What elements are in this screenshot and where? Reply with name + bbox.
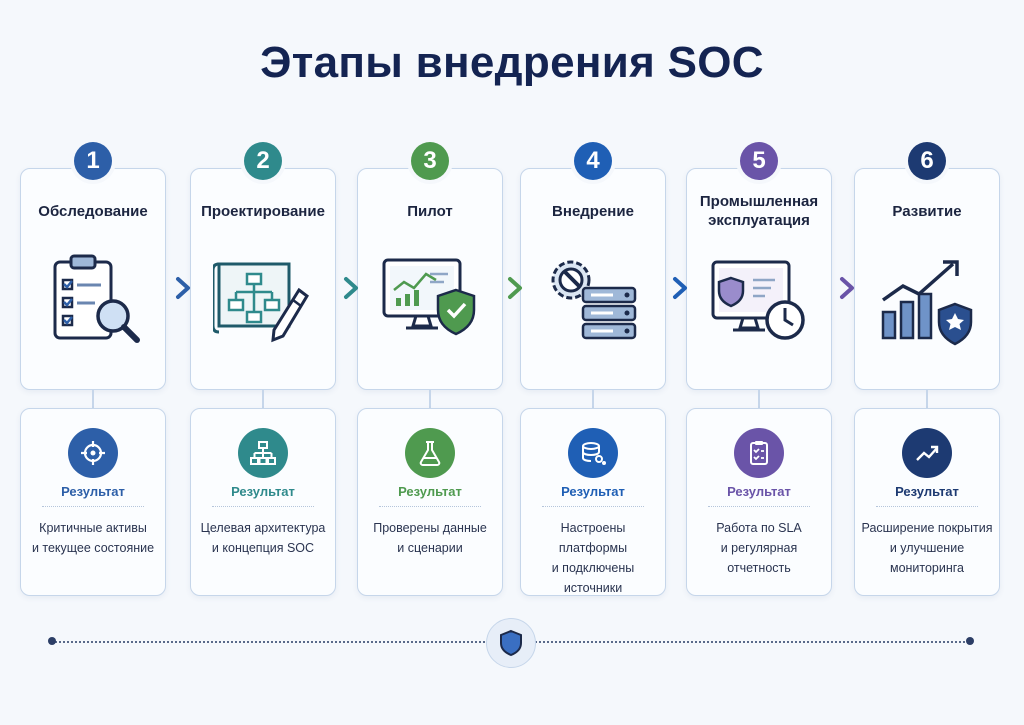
chevron-right-icon: [508, 277, 522, 299]
stage-6: 6 Развитие Результат Расширение покрытия…: [854, 140, 1000, 596]
shield-icon: [486, 618, 536, 668]
chevron-right-icon: [176, 277, 190, 299]
result-text: Расширение покрытия и улучшение монитори…: [861, 521, 993, 575]
target-icon: [68, 428, 118, 478]
stage-1: 1 Обследование Результат Критичные актив…: [20, 140, 166, 596]
stage-title: Развитие: [892, 203, 962, 220]
chevron-right-icon: [344, 277, 358, 299]
blueprint-pencil-icon: [213, 262, 309, 343]
stage-4: 4 Внедрение Результат Настроены платформ…: [520, 140, 666, 596]
hierarchy-icon: [238, 428, 288, 478]
result-text: Критичные активы и текущее состояние: [31, 521, 155, 555]
monitor-shield-check-icon: [382, 258, 476, 336]
result-text: Целевая архитектура и концепция SOC: [200, 521, 326, 555]
step-number-badge: 1: [74, 142, 112, 180]
result-label: Результат: [61, 484, 125, 499]
stage-title: Внедрение: [552, 203, 634, 220]
step-number-badge: 4: [574, 142, 612, 180]
result-text: Работа по SLA и регулярная отчетность: [716, 521, 802, 575]
stage-title: Промышленная эксплуатация: [699, 193, 819, 229]
chevron-right-icon: [673, 277, 687, 299]
stage-2: 2 Проектирование Результат Целевая архит…: [190, 140, 336, 596]
clipboard-magnifier-icon: [53, 254, 140, 343]
step-number-badge: 2: [244, 142, 282, 180]
monitor-shield-clock-icon: [711, 260, 805, 340]
result-label: Результат: [398, 484, 462, 499]
growth-chart-star-icon: [881, 260, 973, 346]
clipboard-checklist-icon: [734, 428, 784, 478]
timeline-end-dot: [966, 637, 974, 645]
stage-title: Пилот: [407, 203, 453, 220]
stage-card: [854, 168, 1000, 390]
step-number-badge: 5: [740, 142, 778, 180]
chevron-right-icon: [840, 277, 854, 299]
stage-3: 3 Пилот Результат Проверены данные и сце…: [357, 140, 503, 596]
result-label: Результат: [231, 484, 295, 499]
stage-title: Проектирование: [201, 203, 325, 220]
result-label: Результат: [561, 484, 625, 499]
stage-5: 5 Промышленная эксплуатация Результат Ра…: [686, 140, 832, 596]
trend-up-icon: [902, 428, 952, 478]
result-text: Проверены данные и сценарии: [373, 521, 487, 555]
database-link-icon: [568, 428, 618, 478]
result-text: Настроены платформы и подключены источни…: [551, 521, 635, 595]
stage-title: Обследование: [38, 203, 148, 220]
step-number-badge: 3: [411, 142, 449, 180]
gear-server-icon: [551, 260, 637, 340]
result-label: Результат: [895, 484, 959, 499]
page-title: Этапы внедрения SOC: [260, 38, 764, 87]
result-label: Результат: [727, 484, 791, 499]
stage-card: [520, 168, 666, 390]
step-number-badge: 6: [908, 142, 946, 180]
stage-card: [357, 168, 503, 390]
timeline-start-dot: [48, 637, 56, 645]
flask-icon: [405, 428, 455, 478]
